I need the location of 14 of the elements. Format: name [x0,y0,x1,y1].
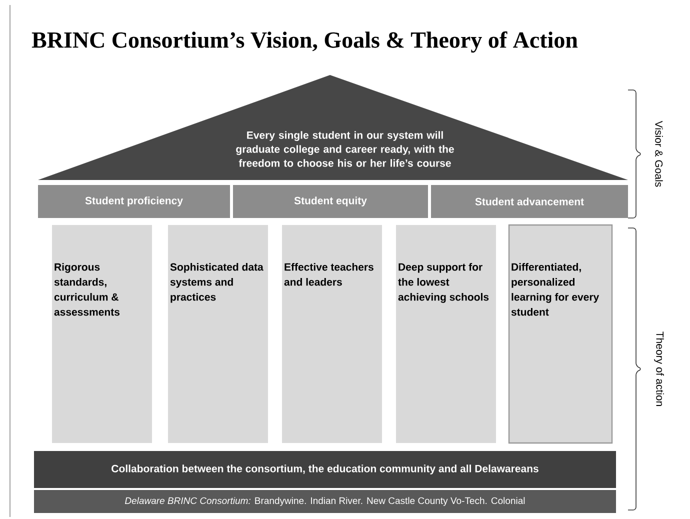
bracket-label: Theory of action [654,332,664,406]
bracket-label: Visior & Goals [655,120,663,187]
goal-band: Student advancement [431,185,628,218]
goal-band: Student equity [233,185,428,218]
title: BRINC Consortium’s Vision, Goals & Theory of Action [32,31,578,53]
foundation-band: Collaboration between the consortium, the education community and all Delawareans [34,451,616,488]
pillar-box: Effective teachers and leaders [282,225,382,443]
pillar-box: Deep support for the lowest achieving schools [396,225,496,443]
pillar-box: Rigorous standards, curriculum & assessments [52,225,152,443]
pillar-box: Differentiated, personalized learning for every student [508,224,613,444]
goal-band: Student proficiency [38,185,230,218]
pillar-box: Sophisticated data systems and practices [168,225,268,443]
foundation-band: Delaware BRINC Consortium: Brandywine. Indian River. New Castle County Vo-Tech. Colonial [34,490,616,513]
roof-triangle: Every single student in our system will graduate college and career ready, with the freedom to choose his or her life’s course [38,75,628,180]
